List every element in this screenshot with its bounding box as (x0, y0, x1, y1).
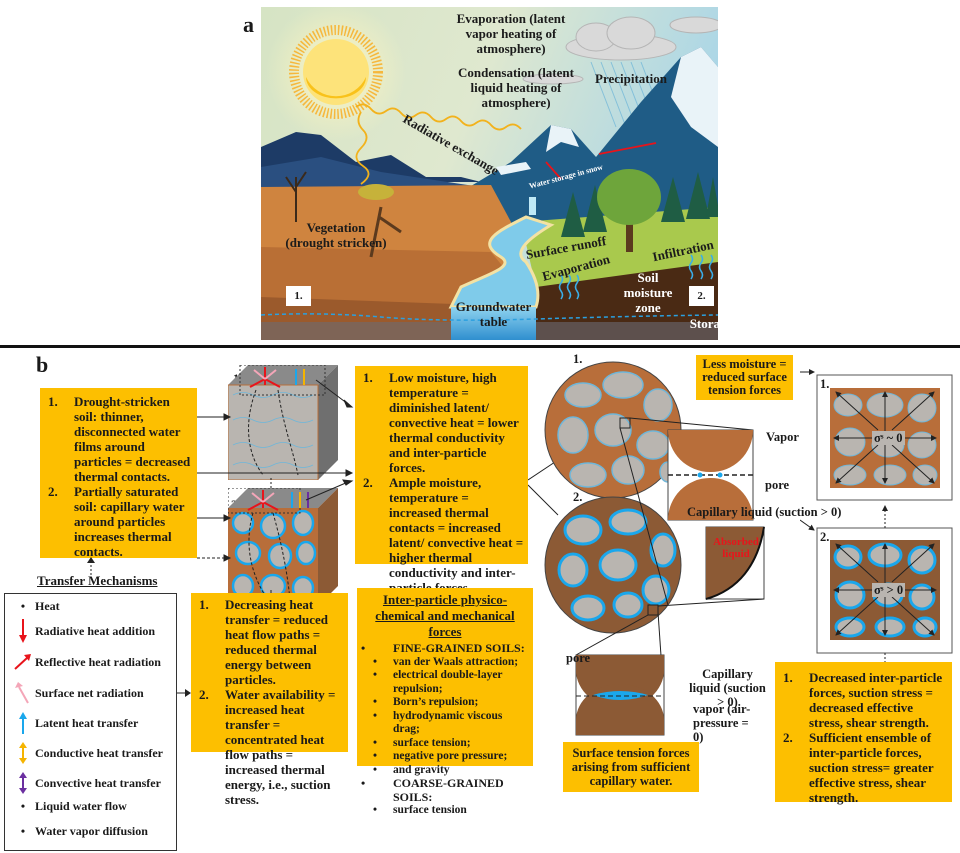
pore-label-top: pore (765, 478, 790, 492)
moist-contact-zoom (575, 598, 765, 736)
forces-group-heading: COARSE-GRAINED SOILS: (359, 776, 531, 804)
forces-item: Born’s repulsion; (359, 696, 531, 710)
forces-item: and gravity (359, 764, 531, 778)
arrow-up-right-icon (11, 654, 35, 670)
zone-2-badge: 2. (689, 286, 714, 306)
square-2-label: 2. (820, 530, 830, 544)
forces-item: surface tension; (359, 737, 531, 751)
effective-stress-item: 1.Decreased inter-particle forces, sucti… (783, 670, 943, 730)
less-moisture-box: Less moisture = reduced surface tension … (696, 355, 793, 400)
forces-item: hydrodynamic viscous drag; (359, 710, 531, 737)
panel-divider (0, 345, 960, 348)
forces-item: electrical double-layer repulsion; (359, 669, 531, 696)
forces-title: Inter-particle physico-chemical and mech… (375, 592, 515, 639)
forces-item: surface tension (359, 804, 531, 818)
forces-group-heading: FINE-GRAINED SOILS: (359, 641, 531, 656)
water-cycle-illustration: Evaporation (latent vapor heating of atm… (261, 7, 718, 340)
pore-scale-diagrams (528, 361, 765, 736)
label-soil-moisture-zone: Soil moisture zone (623, 270, 673, 315)
effective-stress-item: 2.Sufficient ensemble of inter-particle … (783, 730, 934, 805)
legend-item-convective: Convective heat transfer (11, 772, 161, 794)
double-arrow-icon (11, 742, 35, 764)
legend-item-reflective: Reflective heat radiation (11, 654, 161, 670)
soil-state-box: 1.Drought-stricken soil: thinner, discon… (40, 388, 197, 559)
absorbed-liquid-inset (705, 526, 765, 600)
legend-item-heat: •Heat (11, 599, 60, 614)
capillary-liquid-top-label: Capillary liquid (suction > 0) (687, 505, 842, 519)
double-arrow-icon (11, 772, 35, 794)
arrow-up-icon (11, 712, 35, 734)
inter-particle-forces-box: Inter-particle physico-chemical and mech… (357, 588, 533, 817)
absorbed-liquid-label: Absorbed liquid (713, 536, 759, 560)
legend: •Heat Radiative heat addition Reflective… (4, 593, 177, 851)
moisture-temperature-box: 1.Low moisture, high temperature = dimin… (355, 366, 528, 595)
panel-b-label: b (36, 352, 49, 377)
legend-arrow (177, 689, 191, 697)
zone-1-badge: 1. (286, 286, 311, 306)
label-precipitation: Precipitation (595, 71, 667, 86)
soil-cube-dry (228, 365, 338, 480)
legend-item-surface-net: Surface net radiation (11, 682, 144, 704)
moisture-temperature-item: 1.Low moisture, high temperature = dimin… (363, 370, 519, 475)
soil-state-item: 2.Partially saturated soil: capillary wa… (48, 484, 185, 559)
label-groundwater-table: Groundwater table (455, 299, 532, 329)
effective-stress-box: 1.Decreased inter-particle forces, sucti… (775, 662, 952, 805)
label-storage: Storage (689, 316, 718, 331)
water-cycle-scene (261, 7, 718, 340)
bullet-icon: • (20, 824, 26, 838)
legend-item-vapor: •Water vapor diffusion (11, 824, 148, 839)
capillary-liquid-bottom-label: Capillary liquid (suction > 0) (689, 667, 766, 709)
sigma-dry-label: σˢ ~ 0 (872, 431, 905, 445)
legend-item-conductive: Conductive heat transfer (11, 742, 163, 764)
panel-a-label: a (243, 12, 254, 37)
heat-transfer-item: 1.Decreasing heat transfer = reduced hea… (199, 597, 328, 687)
heat-transfer-item: 2.Water availability = increased heat tr… (199, 687, 336, 807)
arrow-up-left-icon (11, 682, 35, 704)
circle-2-label: 2. (573, 490, 583, 504)
label-condensation: Condensation (latent liquid heating of a… (458, 65, 574, 110)
sigma-moist-label: σˢ > 0 (872, 583, 906, 597)
pore-label-bottom: pore (566, 651, 591, 665)
moisture-temperature-item: 2.Ample moisture, temperature = increase… (363, 475, 524, 595)
dashed-arrow-up (87, 557, 95, 575)
legend-item-latent: Latent heat transfer (11, 712, 138, 734)
bullet-icon: • (20, 599, 26, 613)
label-vegetation: Vegetation (drought stricken) (285, 220, 387, 250)
drought-tree-icon (358, 184, 402, 258)
vapor-air-pressure-label: vapor (air-pressure = 0) (693, 702, 751, 744)
connector-arrows (197, 379, 354, 610)
surface-tension-box: Surface tension forces arising from suff… (563, 742, 699, 792)
dry-contact-zoom (619, 417, 754, 606)
forces-item: negative pore pressure; (359, 750, 531, 764)
cloud-icon (522, 16, 718, 85)
forces-item: van der Waals attraction; (359, 656, 531, 670)
legend-item-liquid-water: •Liquid water flow (11, 799, 127, 814)
tree-icon (597, 169, 661, 252)
bullet-icon: • (20, 799, 26, 813)
sun-icon (289, 25, 383, 119)
vapor-label: Vapor (766, 430, 799, 444)
circle-1-label: 1. (573, 352, 583, 366)
heat-transfer-box: 1.Decreasing heat transfer = reduced hea… (191, 593, 348, 807)
label-evaporation-atmosphere: Evaporation (latent vapor heating of atm… (456, 11, 566, 56)
soil-state-item: 1.Drought-stricken soil: thinner, discon… (48, 394, 191, 484)
transfer-mechanisms-title: Transfer Mechanisms (37, 573, 158, 588)
legend-item-radiative: Radiative heat addition (11, 619, 155, 643)
square-1-label: 1. (820, 377, 830, 391)
arrow-down-icon (11, 619, 35, 643)
